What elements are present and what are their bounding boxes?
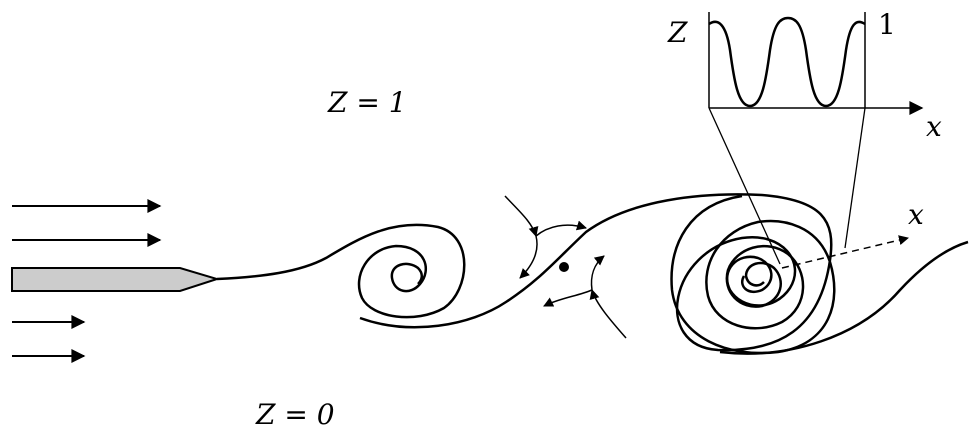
- splitter-plate: [12, 268, 217, 291]
- lower-region-label: Z = 0: [255, 398, 335, 430]
- saddle-point: [505, 196, 626, 338]
- large-vortex-spiral: [672, 196, 835, 353]
- inset-profile-plot: Z 1 x: [667, 8, 942, 143]
- concentration-profile-curve: [709, 18, 865, 106]
- inset-z-label: Z: [667, 16, 688, 49]
- inset-one-label: 1: [878, 8, 896, 41]
- inset-x-label: x: [926, 110, 942, 143]
- upper-region-label: Z = 1: [327, 86, 407, 119]
- vortex-x-axis: [782, 238, 908, 268]
- vortex-x-axis-label: x: [908, 198, 924, 231]
- mixing-layer-interface: [217, 225, 464, 317]
- stagnation-point: [559, 262, 569, 272]
- lower-stream-arrows: [12, 322, 84, 356]
- projection-line-left: [709, 108, 780, 264]
- projection-line-right: [845, 108, 865, 248]
- upper-stream-arrows: [12, 206, 160, 240]
